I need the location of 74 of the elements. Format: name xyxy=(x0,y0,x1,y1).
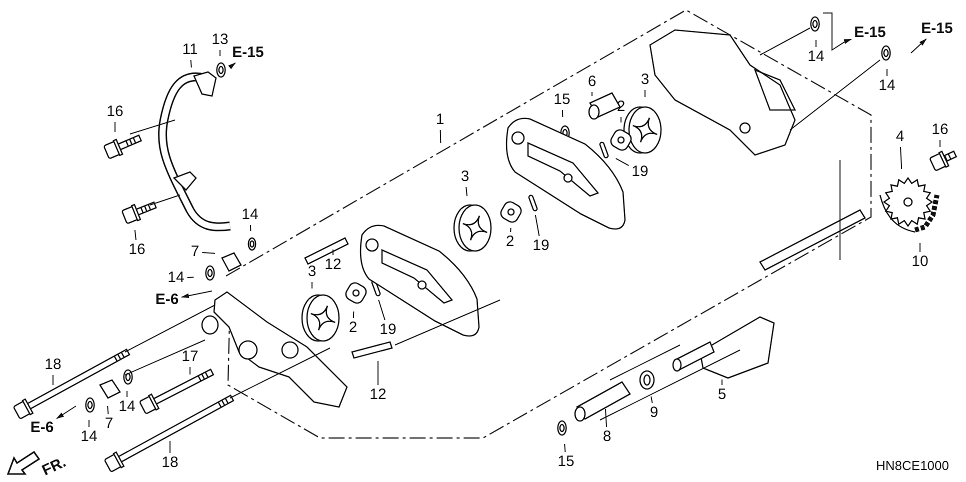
reference-arrow xyxy=(56,406,76,419)
leader-line xyxy=(620,116,622,123)
callout-number: 14 xyxy=(118,399,136,415)
leader-line xyxy=(250,224,252,232)
leader-line xyxy=(564,444,566,452)
callout-number: 18 xyxy=(160,455,180,471)
reference-arrow xyxy=(180,290,212,298)
reference-arrow xyxy=(910,38,927,54)
callout-number: 4 xyxy=(894,129,906,145)
callout-number: 18 xyxy=(44,357,62,373)
callout-number: 15 xyxy=(556,454,576,470)
leader-line xyxy=(190,60,192,68)
leader-line xyxy=(650,396,653,404)
callout-number: 11 xyxy=(181,42,199,58)
callout-number: 19 xyxy=(378,322,398,338)
leader-line xyxy=(466,186,468,197)
reference-label: E-15 xyxy=(920,21,954,37)
leader-line xyxy=(605,408,607,428)
leader-line xyxy=(332,249,334,256)
leader-line xyxy=(52,374,54,386)
callout-number: 2 xyxy=(504,234,516,250)
callout-number: 16 xyxy=(128,242,146,258)
direction-label: FR. xyxy=(40,454,69,480)
reference-label: E-6 xyxy=(29,420,55,436)
callout-number: 7 xyxy=(104,416,114,432)
callout-number: 3 xyxy=(460,169,470,185)
callout-number: 6 xyxy=(586,74,598,90)
leader-line xyxy=(107,406,109,414)
leader-line xyxy=(88,420,90,428)
callout-number: 12 xyxy=(324,257,342,273)
callout-number: 1 xyxy=(434,112,446,128)
leader-line xyxy=(615,158,630,166)
leader-line xyxy=(886,68,888,76)
callout-number: 19 xyxy=(630,164,650,180)
reference-label: E-15 xyxy=(231,45,265,61)
leader-line xyxy=(510,228,512,232)
callout-number: 7 xyxy=(190,244,200,260)
reference-arrow xyxy=(822,12,852,51)
reference-label: E-15 xyxy=(853,25,887,41)
callout-number: 19 xyxy=(532,238,550,254)
callout-number: 5 xyxy=(716,387,728,403)
callout-number: 15 xyxy=(552,92,572,108)
leader-line xyxy=(202,252,216,254)
callout-number: 12 xyxy=(368,387,388,403)
callout-number: 14 xyxy=(240,207,260,223)
callout-number: 10 xyxy=(910,254,930,270)
callout-number: 16 xyxy=(930,122,950,138)
callout-number: 2 xyxy=(616,99,626,115)
leader-line xyxy=(562,110,564,118)
callout-number: 8 xyxy=(602,429,612,445)
leader-line xyxy=(126,390,128,398)
callout-number: 14 xyxy=(806,49,826,65)
leader-line xyxy=(440,130,442,144)
callout-number: 14 xyxy=(80,429,98,445)
callout-number: 3 xyxy=(640,72,650,88)
leader-line xyxy=(644,90,646,98)
callout-number: 2 xyxy=(348,320,358,336)
leader-line xyxy=(900,146,902,170)
leader-line xyxy=(114,122,116,132)
leader-line xyxy=(534,214,540,236)
callout-number: 16 xyxy=(106,104,124,120)
callout-number: 13 xyxy=(210,32,230,48)
leader-line xyxy=(134,230,136,240)
leader-line xyxy=(378,299,386,320)
reference-arrow xyxy=(228,62,236,70)
reference-label: E-6 xyxy=(154,292,180,308)
callout-number: 14 xyxy=(166,270,186,286)
diagram-code: HN8CE1000 xyxy=(876,458,949,473)
leader-line xyxy=(186,276,194,278)
callout-number: 14 xyxy=(878,78,896,94)
callout-number: 9 xyxy=(648,405,660,421)
leader-line xyxy=(352,311,354,318)
callout-number: 17 xyxy=(180,349,200,365)
callout-number: 3 xyxy=(306,264,318,280)
